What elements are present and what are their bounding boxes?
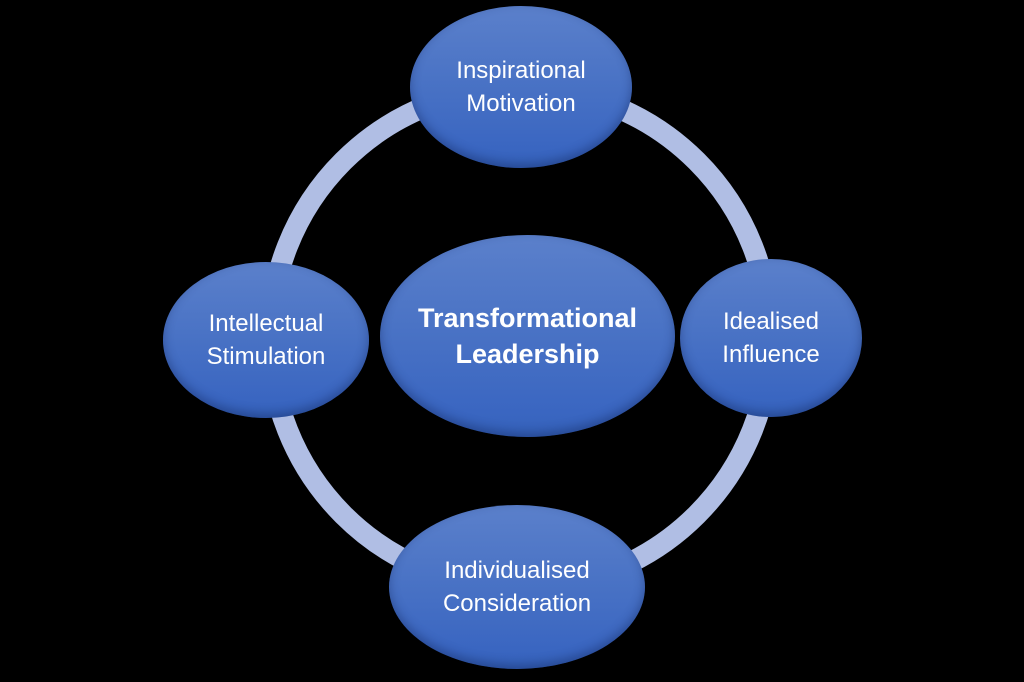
node-label-inspirational-motivation: Inspirational Motivation — [456, 56, 586, 117]
node-label-idealised-influence: Idealised Influence — [722, 307, 820, 368]
node-intellectual-stimulation: Intellectual Stimulation — [163, 262, 369, 418]
node-label-transformational-leadership: Transformational Leadership — [417, 302, 638, 369]
node-inspirational-motivation: Inspirational Motivation — [410, 6, 632, 168]
node-label-individualised-consideration: Individualised Consideration — [442, 556, 592, 617]
node-label-intellectual-stimulation: Intellectual Stimulation — [206, 309, 326, 370]
node-individualised-consideration: Individualised Consideration — [389, 505, 645, 669]
node-transformational-leadership: Transformational Leadership — [380, 235, 675, 437]
node-idealised-influence: Idealised Influence — [680, 259, 862, 417]
